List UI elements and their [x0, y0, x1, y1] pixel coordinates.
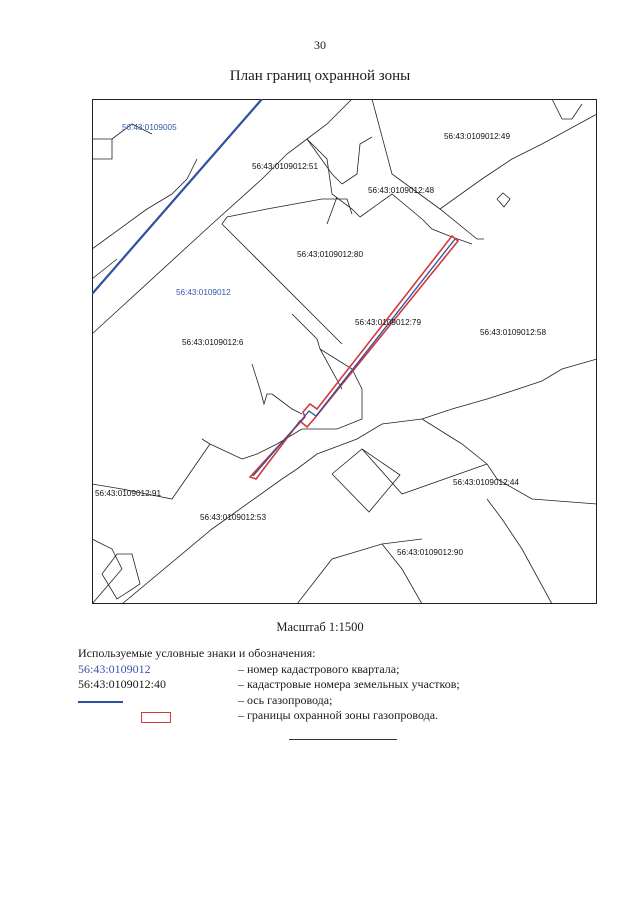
legend-description: – ось газопровода; [238, 692, 333, 707]
parcel-label: 56:43:0109012:51 [252, 162, 318, 171]
red-rectangle-swatch [141, 712, 171, 723]
legend: Используемые условные знаки и обозначени… [78, 646, 558, 724]
legend-symbol-red-rectangle [78, 708, 218, 724]
map-scale: Масштаб 1:1500 [276, 620, 364, 634]
parcel-label: 56:43:0109012:80 [297, 250, 363, 259]
parcel-label: 56:43:0109012:90 [397, 548, 463, 557]
map-frame: 56:43:0109005 56:43:0109012 56:43:010901… [92, 99, 597, 604]
legend-description: – границы охранной зоны газопровода. [238, 708, 439, 722]
end-rule [289, 739, 397, 740]
legend-symbol-parcel-number: 56:43:0109012:40 [78, 677, 167, 691]
page-number: 30 [314, 38, 326, 52]
quarter-boundary-line [92, 99, 263, 295]
parcel-boundaries [92, 99, 597, 604]
legend-symbol-blue-line [78, 693, 218, 709]
quarter-label: 56:43:0109005 [122, 123, 177, 132]
quarter-labels: 56:43:0109005 56:43:0109012 [122, 123, 231, 297]
cadastral-map: 56:43:0109005 56:43:0109012 56:43:010901… [92, 99, 597, 604]
legend-row-protection-zone: – границы охранной зоны газопровода. [78, 708, 558, 724]
map-border [92, 99, 597, 604]
legend-symbol-quarter-number: 56:43:0109012 [78, 661, 151, 676]
page-title: План границ охранной зоны [229, 68, 411, 84]
parcel-label: 56:43:0109012:6 [182, 338, 244, 347]
blue-line-swatch [78, 700, 123, 703]
parcel-label: 56:43:0109012:58 [480, 328, 546, 337]
parcel-label: 56:43:0109012:48 [368, 186, 434, 195]
legend-row-pipeline-axis: – ось газопровода; [78, 693, 558, 709]
legend-title: Используемые условные знаки и обозначени… [78, 646, 316, 660]
parcel-label: 56:43:0109012:44 [453, 478, 519, 487]
legend-row-parcel: 56:43:0109012:40 – кадастровые номера зе… [78, 677, 558, 693]
gas-pipeline-axis [252, 238, 456, 477]
parcel-labels: 56:43:0109012:49 56:43:0109012:51 56:43:… [95, 132, 546, 557]
parcel-label: 56:43:0109012:49 [444, 132, 510, 141]
legend-description: – номер кадастрового квартала; [238, 661, 400, 676]
legend-row-quarter: 56:43:0109012 – номер кадастрового кварт… [78, 662, 558, 678]
parcel-label: 56:43:0109012:91 [95, 489, 161, 498]
quarter-label: 56:43:0109012 [176, 288, 231, 297]
legend-description: – кадастровые номера земельных участков; [238, 677, 460, 691]
parcel-label: 56:43:0109012:79 [355, 318, 421, 327]
parcel-label: 56:43:0109012:53 [200, 513, 266, 522]
